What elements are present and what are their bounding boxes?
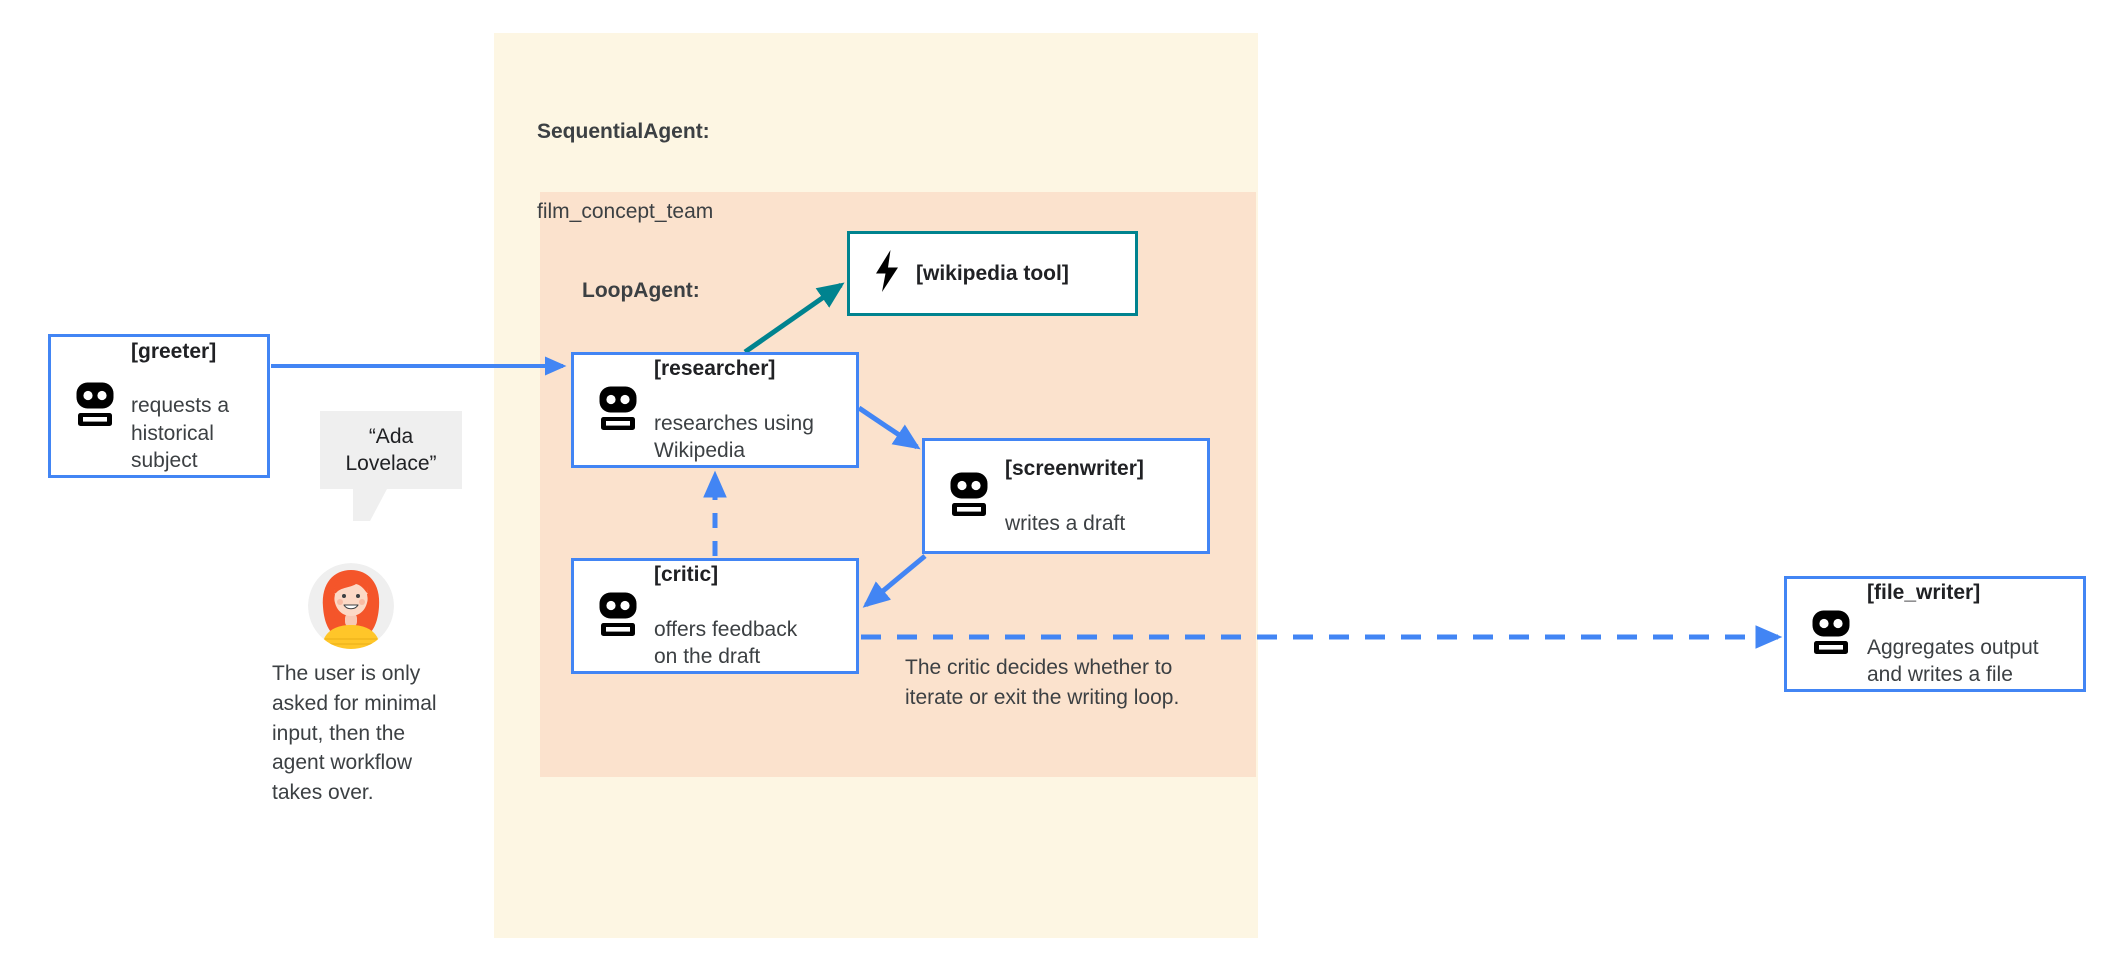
sequential-agent-name: film_concept_team bbox=[537, 200, 714, 224]
node-researcher[interactable]: [researcher] researches using Wikipedia bbox=[571, 352, 859, 468]
sequential-agent-type: SequentialAgent: bbox=[537, 119, 710, 143]
node-researcher-text: [researcher] researches using Wikipedia bbox=[654, 328, 814, 492]
speech-bubble-text: “Ada Lovelace” bbox=[345, 424, 437, 475]
robot-icon bbox=[598, 591, 638, 642]
robot-icon bbox=[949, 471, 989, 522]
node-greeter[interactable]: [greeter] requests a historical subject bbox=[48, 334, 270, 478]
node-file-writer-description: Aggregates output and writes a file bbox=[1867, 636, 2039, 687]
node-file-writer-name: [file_writer] bbox=[1867, 581, 1981, 605]
node-wikipedia-tool-text: [wikipedia tool] bbox=[916, 233, 1069, 315]
speech-bubble-tail bbox=[353, 489, 387, 521]
node-screenwriter-name: [screenwriter] bbox=[1005, 457, 1144, 481]
user-avatar bbox=[308, 563, 394, 649]
node-researcher-description: researches using Wikipedia bbox=[654, 412, 814, 463]
node-critic-description: offers feedback on the draft bbox=[654, 618, 798, 669]
node-critic[interactable]: [critic] offers feedback on the draft bbox=[571, 558, 859, 674]
node-critic-name: [critic] bbox=[654, 563, 719, 587]
speech-bubble: “Ada Lovelace” bbox=[320, 411, 462, 489]
node-screenwriter-text: [screenwriter] writes a draft bbox=[1005, 428, 1144, 564]
lightning-bolt-icon bbox=[874, 250, 900, 297]
node-greeter-text: [greeter] requests a historical subject bbox=[131, 310, 229, 501]
node-file-writer-text: [file_writer] Aggregates output and writ… bbox=[1867, 552, 2039, 716]
node-file-writer[interactable]: [file_writer] Aggregates output and writ… bbox=[1784, 576, 2086, 692]
loop-agent-type: LoopAgent: bbox=[582, 278, 700, 302]
node-screenwriter-description: writes a draft bbox=[1005, 511, 1126, 535]
node-screenwriter[interactable]: [screenwriter] writes a draft bbox=[922, 438, 1210, 554]
robot-icon bbox=[75, 381, 115, 432]
node-greeter-description: requests a historical subject bbox=[131, 394, 230, 472]
node-critic-text: [critic] offers feedback on the draft bbox=[654, 534, 797, 698]
user-note-caption: The user is only asked for minimal input… bbox=[272, 662, 437, 805]
node-greeter-name: [greeter] bbox=[131, 339, 217, 363]
robot-icon bbox=[598, 385, 638, 436]
loop-note-caption: The critic decides whether to iterate or… bbox=[905, 656, 1180, 709]
node-wikipedia-tool[interactable]: [wikipedia tool] bbox=[847, 231, 1138, 316]
node-wikipedia-tool-name: [wikipedia tool] bbox=[916, 261, 1069, 285]
node-researcher-name: [researcher] bbox=[654, 357, 776, 381]
robot-icon bbox=[1811, 609, 1851, 660]
sequential-agent-label: SequentialAgent: film_concept_team bbox=[537, 65, 713, 280]
